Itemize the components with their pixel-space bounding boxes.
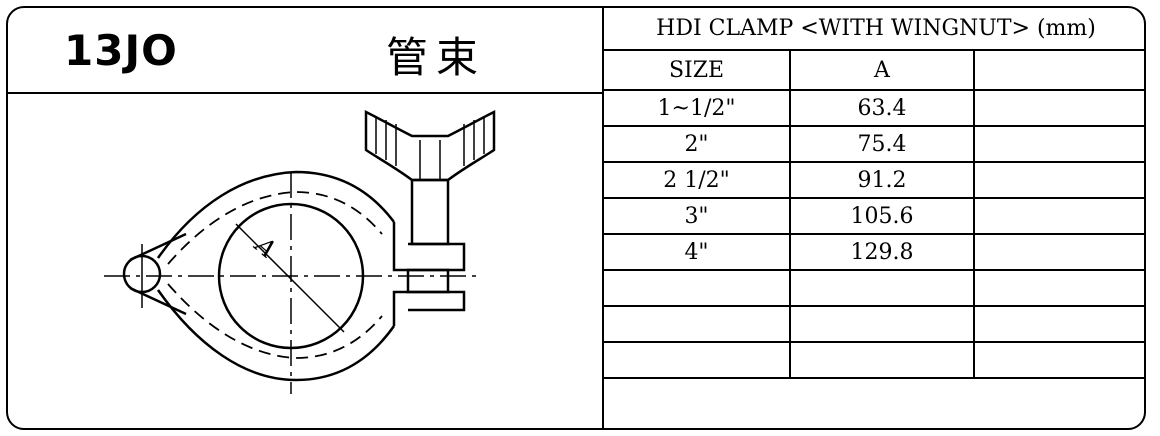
gasket-dashed-upper [167, 191, 383, 265]
a-cell: 63.4 [789, 90, 974, 127]
wingnut [364, 109, 496, 182]
bolt-shank [410, 178, 450, 246]
a-cell: 105.6 [789, 198, 974, 235]
jaw-upper [392, 222, 466, 272]
extra-cell [972, 162, 1144, 199]
gasket-dashed-lower [167, 283, 383, 359]
clamp-drawing: A [104, 109, 496, 394]
size-cell [604, 306, 790, 343]
table-row [604, 306, 1144, 343]
size-cell: 1~1/2" [604, 90, 790, 127]
extra-cell [972, 126, 1144, 163]
a-cell [789, 306, 974, 343]
drawing-sheet: 13JO 管束 [6, 6, 1146, 430]
extra-cell [972, 306, 1144, 343]
size-cell: 2" [604, 126, 790, 163]
dimension-line [235, 223, 345, 333]
size-cell [604, 342, 790, 379]
table-row [604, 270, 1144, 307]
table-header-row: SIZE A [604, 50, 1144, 91]
jaw-lower [392, 290, 466, 326]
part-code: 13JO [64, 26, 178, 75]
table-row: 2 1/2" 91.2 [604, 162, 1144, 199]
wingnut-hatch [375, 116, 485, 180]
table-title: HDI CLAMP <WITH WINGNUT> (mm) [604, 8, 1144, 51]
panel-divider [602, 8, 604, 428]
a-cell [789, 342, 974, 379]
table-row: 4" 129.8 [604, 234, 1144, 271]
size-cell [604, 270, 790, 307]
a-cell [789, 270, 974, 307]
hinge-link-upper [129, 232, 187, 262]
dimension-label: A [249, 230, 282, 264]
extra-cell [972, 234, 1144, 271]
bolt-nut [406, 268, 450, 294]
title-block: 13JO 管束 [8, 8, 602, 94]
size-cell: 2 1/2" [604, 162, 790, 199]
column-header-size: SIZE [604, 50, 790, 91]
spec-table: HDI CLAMP <WITH WINGNUT> (mm) SIZE A 1~1… [604, 8, 1144, 379]
hinge-link-lower [129, 286, 187, 316]
clamp-outer-lower [156, 289, 396, 382]
size-cell: 3" [604, 198, 790, 235]
column-header-extra [972, 50, 1144, 91]
table-row: 2" 75.4 [604, 126, 1144, 163]
size-cell: 4" [604, 234, 790, 271]
part-name: 管束 [386, 33, 487, 82]
extra-cell [972, 90, 1144, 127]
table-row [604, 342, 1144, 379]
extra-cell [972, 198, 1144, 235]
a-cell: 75.4 [789, 126, 974, 163]
left-panel: 13JO 管束 [8, 8, 602, 428]
table-row: 3" 105.6 [604, 198, 1144, 235]
table-row: 1~1/2" 63.4 [604, 90, 1144, 127]
column-header-a: A [789, 50, 974, 91]
extra-cell [972, 342, 1144, 379]
a-cell: 129.8 [789, 234, 974, 271]
extra-cell [972, 270, 1144, 307]
a-cell: 91.2 [789, 162, 974, 199]
